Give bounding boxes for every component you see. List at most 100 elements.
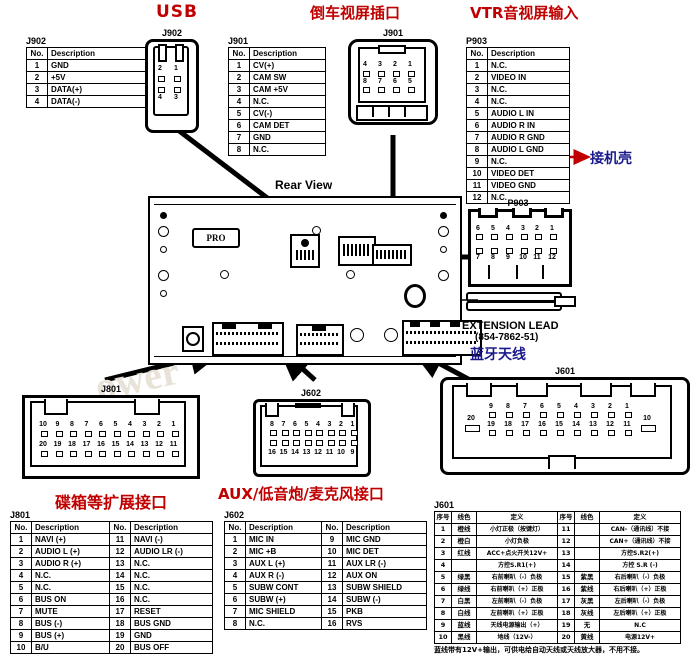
pin-contact [171, 431, 179, 437]
j601-pin-num: 5 [557, 403, 561, 410]
j602-pin-num: 5 [304, 421, 309, 428]
head-unit-rear-panel: PRO [148, 196, 482, 365]
j901-connector: J901 4 3 2 1 8 7 6 5 [348, 28, 438, 149]
cell-index: 1 [434, 523, 452, 536]
cell-definition: 右后喇叭（-）负极 [599, 571, 681, 584]
cell-index: 16 [557, 583, 575, 596]
pin-contact [557, 430, 564, 436]
j801-pin-num: 3 [142, 421, 147, 428]
j601-pin-num: 4 [574, 403, 578, 410]
pin-contact [55, 451, 63, 457]
cell-description: AUDIO L (+) [31, 545, 110, 558]
j801-pin-num: 4 [128, 421, 132, 428]
cell-index: 9 [434, 619, 452, 632]
pin-contact [157, 431, 164, 437]
cell-description: CV(+) [249, 59, 326, 72]
pin-contact [270, 430, 277, 436]
p903-pin-num: 6 [476, 225, 480, 232]
cell-pin-no: 12 [109, 545, 131, 558]
cell-description: BUS ON [31, 593, 110, 606]
cell-pin-no: 8 [466, 143, 488, 156]
pin-contact [327, 430, 335, 436]
pin-contact [523, 430, 530, 436]
cell-description: NAVI (+) [31, 533, 110, 546]
cell-description: BUS OFF [130, 641, 213, 654]
cell-pin-no: 1 [228, 59, 250, 72]
cell-description: SUBW CONT [245, 581, 322, 594]
cell-definition: 右后喇叭（+）正极 [599, 583, 681, 596]
cell-definition: 方控S.R2(+) [599, 547, 681, 560]
cell-pin-no: 5 [228, 107, 250, 120]
cell-description: N.C. [130, 593, 213, 606]
j801-pin-num: 18 [68, 441, 76, 448]
j801-pin-num: 17 [82, 441, 91, 448]
cell-description: AUX LR (-) [342, 557, 427, 570]
p903-pin-num: 8 [491, 254, 495, 261]
j602-pin-num: 15 [279, 449, 288, 456]
cell-description: N.C. [130, 557, 213, 570]
j901-pin-num: 4 [363, 61, 367, 68]
col-header-no: No. [228, 47, 250, 60]
j602-pin-num: 7 [281, 421, 286, 428]
p903-pin-num: 11 [533, 254, 541, 261]
cell-wire-color [451, 559, 477, 572]
cell-pin-no: 3 [224, 557, 246, 570]
col-header-desc: Description [487, 47, 570, 60]
cell-description: N.C. [487, 59, 570, 72]
cell-index: 4 [434, 559, 452, 572]
cell-description: AUDIO LR (-) [130, 545, 213, 558]
cell-description: MIC IN [245, 533, 322, 546]
col-header-index: 序号 [557, 511, 575, 524]
cell-pin-no: 6 [466, 119, 488, 132]
cell-description: N.C. [245, 617, 322, 630]
cell-pin-no: 6 [228, 119, 250, 132]
j801-pin-num: 11 [169, 441, 178, 448]
p903-table-title: P903 [466, 36, 488, 46]
cell-definition: 右前喇叭（-）负极 [476, 571, 558, 584]
cell-index: 19 [557, 619, 575, 632]
j901-pin-num: 1 [408, 61, 412, 68]
j801-pin-num: 10 [39, 421, 47, 428]
p903-pin-num: 4 [506, 225, 510, 232]
cell-definition: 方控S.R1(+) [476, 559, 558, 572]
col-header-desc: Description [47, 47, 146, 60]
cell-definition: N.C [599, 619, 681, 632]
j901-table-title: J901 [228, 36, 249, 46]
cell-pin-no: 15 [321, 605, 343, 618]
cell-pin-no: 7 [228, 131, 250, 144]
j601-pin-num: 15 [555, 421, 563, 428]
cell-description: AUDIO L GND [487, 143, 570, 156]
j901-connector-label: J901 [382, 28, 404, 38]
cell-index: 13 [557, 547, 575, 560]
cell-wire-color: 黄线 [574, 631, 600, 644]
j602-pin-num: 8 [270, 421, 274, 428]
cell-pin-no: 10 [466, 167, 488, 180]
brand-logo: PRO [192, 228, 240, 248]
rear-view-label: Rear View [275, 178, 333, 192]
cell-pin-no: 4 [228, 95, 250, 108]
cell-pin-no: 16 [321, 617, 343, 630]
j602-pin-num: 3 [327, 421, 332, 428]
cell-pin-no: 4 [10, 569, 32, 582]
j901-pin-num: 8 [363, 78, 367, 85]
cell-wire-color [574, 547, 600, 560]
cell-pin-no: 5 [10, 581, 32, 594]
cell-wire-color: 白线 [451, 607, 477, 620]
j601-pin-num: 2 [608, 403, 612, 410]
cell-description: +5V [47, 71, 146, 84]
cell-pin-no: 5 [466, 107, 488, 120]
pin-contact [55, 431, 63, 437]
